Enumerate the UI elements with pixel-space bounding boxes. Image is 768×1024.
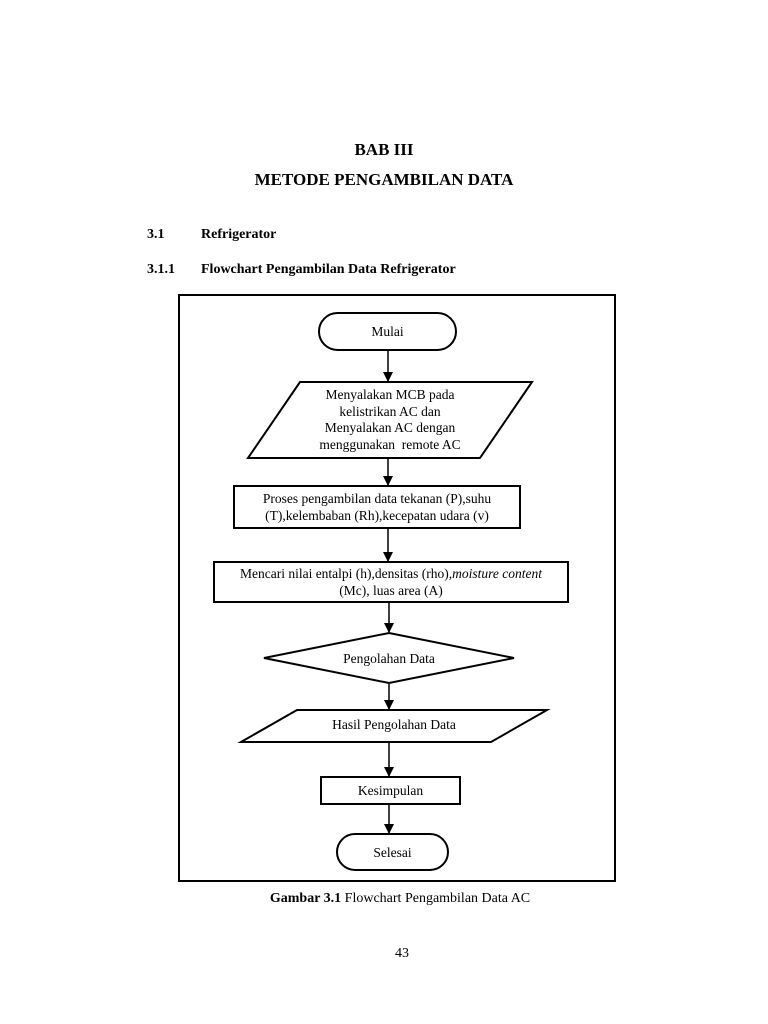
page-number: 43	[395, 946, 409, 961]
conclusion-label: Kesimpulan	[357, 783, 424, 798]
input-line-1: Menyalakan MCB pada	[325, 387, 455, 402]
input-line-3: Menyalakan AC dengan	[324, 420, 456, 435]
end-terminator-shape	[336, 833, 449, 871]
output-label: Hasil Pengolahan Data	[332, 716, 456, 732]
process1-box: Proses pengambilan data tekanan (P),suhu…	[234, 486, 520, 528]
output-parallelogram-shape	[237, 709, 551, 743]
input-line-4: menggunakan remote AC	[319, 436, 461, 452]
process1-box-shape	[233, 485, 521, 529]
start-terminator: Mulai	[319, 313, 456, 350]
caption-text: Flowchart Pengambilan Data AC	[341, 891, 531, 906]
process1-line-1: Proses pengambilan data tekanan (P),suhu	[262, 491, 492, 506]
process2-box: Mencari nilai entalpi (h),densitas (rho)…	[214, 562, 568, 602]
process2-line-1: Mencari nilai entalpi (h),densitas (rho)…	[240, 565, 542, 582]
chapter-title: METODE PENGAMBILAN DATA	[254, 170, 514, 189]
chapter-number: BAB III	[354, 140, 414, 159]
conclusion-box-shape	[320, 776, 461, 805]
figure-caption: Gambar 3.1 Flowchart Pengambilan Data AC	[0, 891, 768, 907]
start-label: Mulai	[371, 324, 404, 339]
process1-line-2: (T),kelembaban (Rh),kecepatan udara (v)	[265, 508, 489, 523]
section-title-refrigerator: Refrigerator	[201, 227, 277, 242]
end-label: Selesai	[373, 844, 412, 860]
section-number-3-1: 3.1	[147, 227, 165, 242]
process2-line-2: (Mc), luas area (A)	[339, 583, 443, 598]
flowchart-frame	[178, 294, 616, 882]
decision-label: Pengolahan Data	[343, 650, 435, 666]
output-parallelogram: Hasil Pengolahan Data	[262, 710, 526, 738]
input-parallelogram: Menyalakan MCB pada kelistrikan AC dan M…	[280, 384, 500, 456]
process2-box-shape	[213, 561, 569, 603]
section-number-3-1-1: 3.1.1	[147, 262, 175, 277]
caption-label: Gambar 3.1	[269, 891, 342, 906]
input-line-2: kelistrikan AC dan	[339, 403, 441, 419]
process2-italic-term: moisture content	[452, 566, 543, 581]
section-title-flowchart: Flowchart Pengambilan Data Refrigerator	[201, 262, 456, 277]
decision-diamond: Pengolahan Data	[264, 633, 514, 683]
conclusion-box: Kesimpulan	[321, 777, 460, 804]
start-terminator-shape	[318, 312, 457, 351]
process2-line-1-text: Mencari nilai entalpi (h),densitas (rho)…	[239, 566, 453, 581]
end-terminator: Selesai	[337, 834, 448, 870]
input-parallelogram-shape	[246, 381, 534, 459]
decision-diamond-shape	[263, 631, 515, 685]
